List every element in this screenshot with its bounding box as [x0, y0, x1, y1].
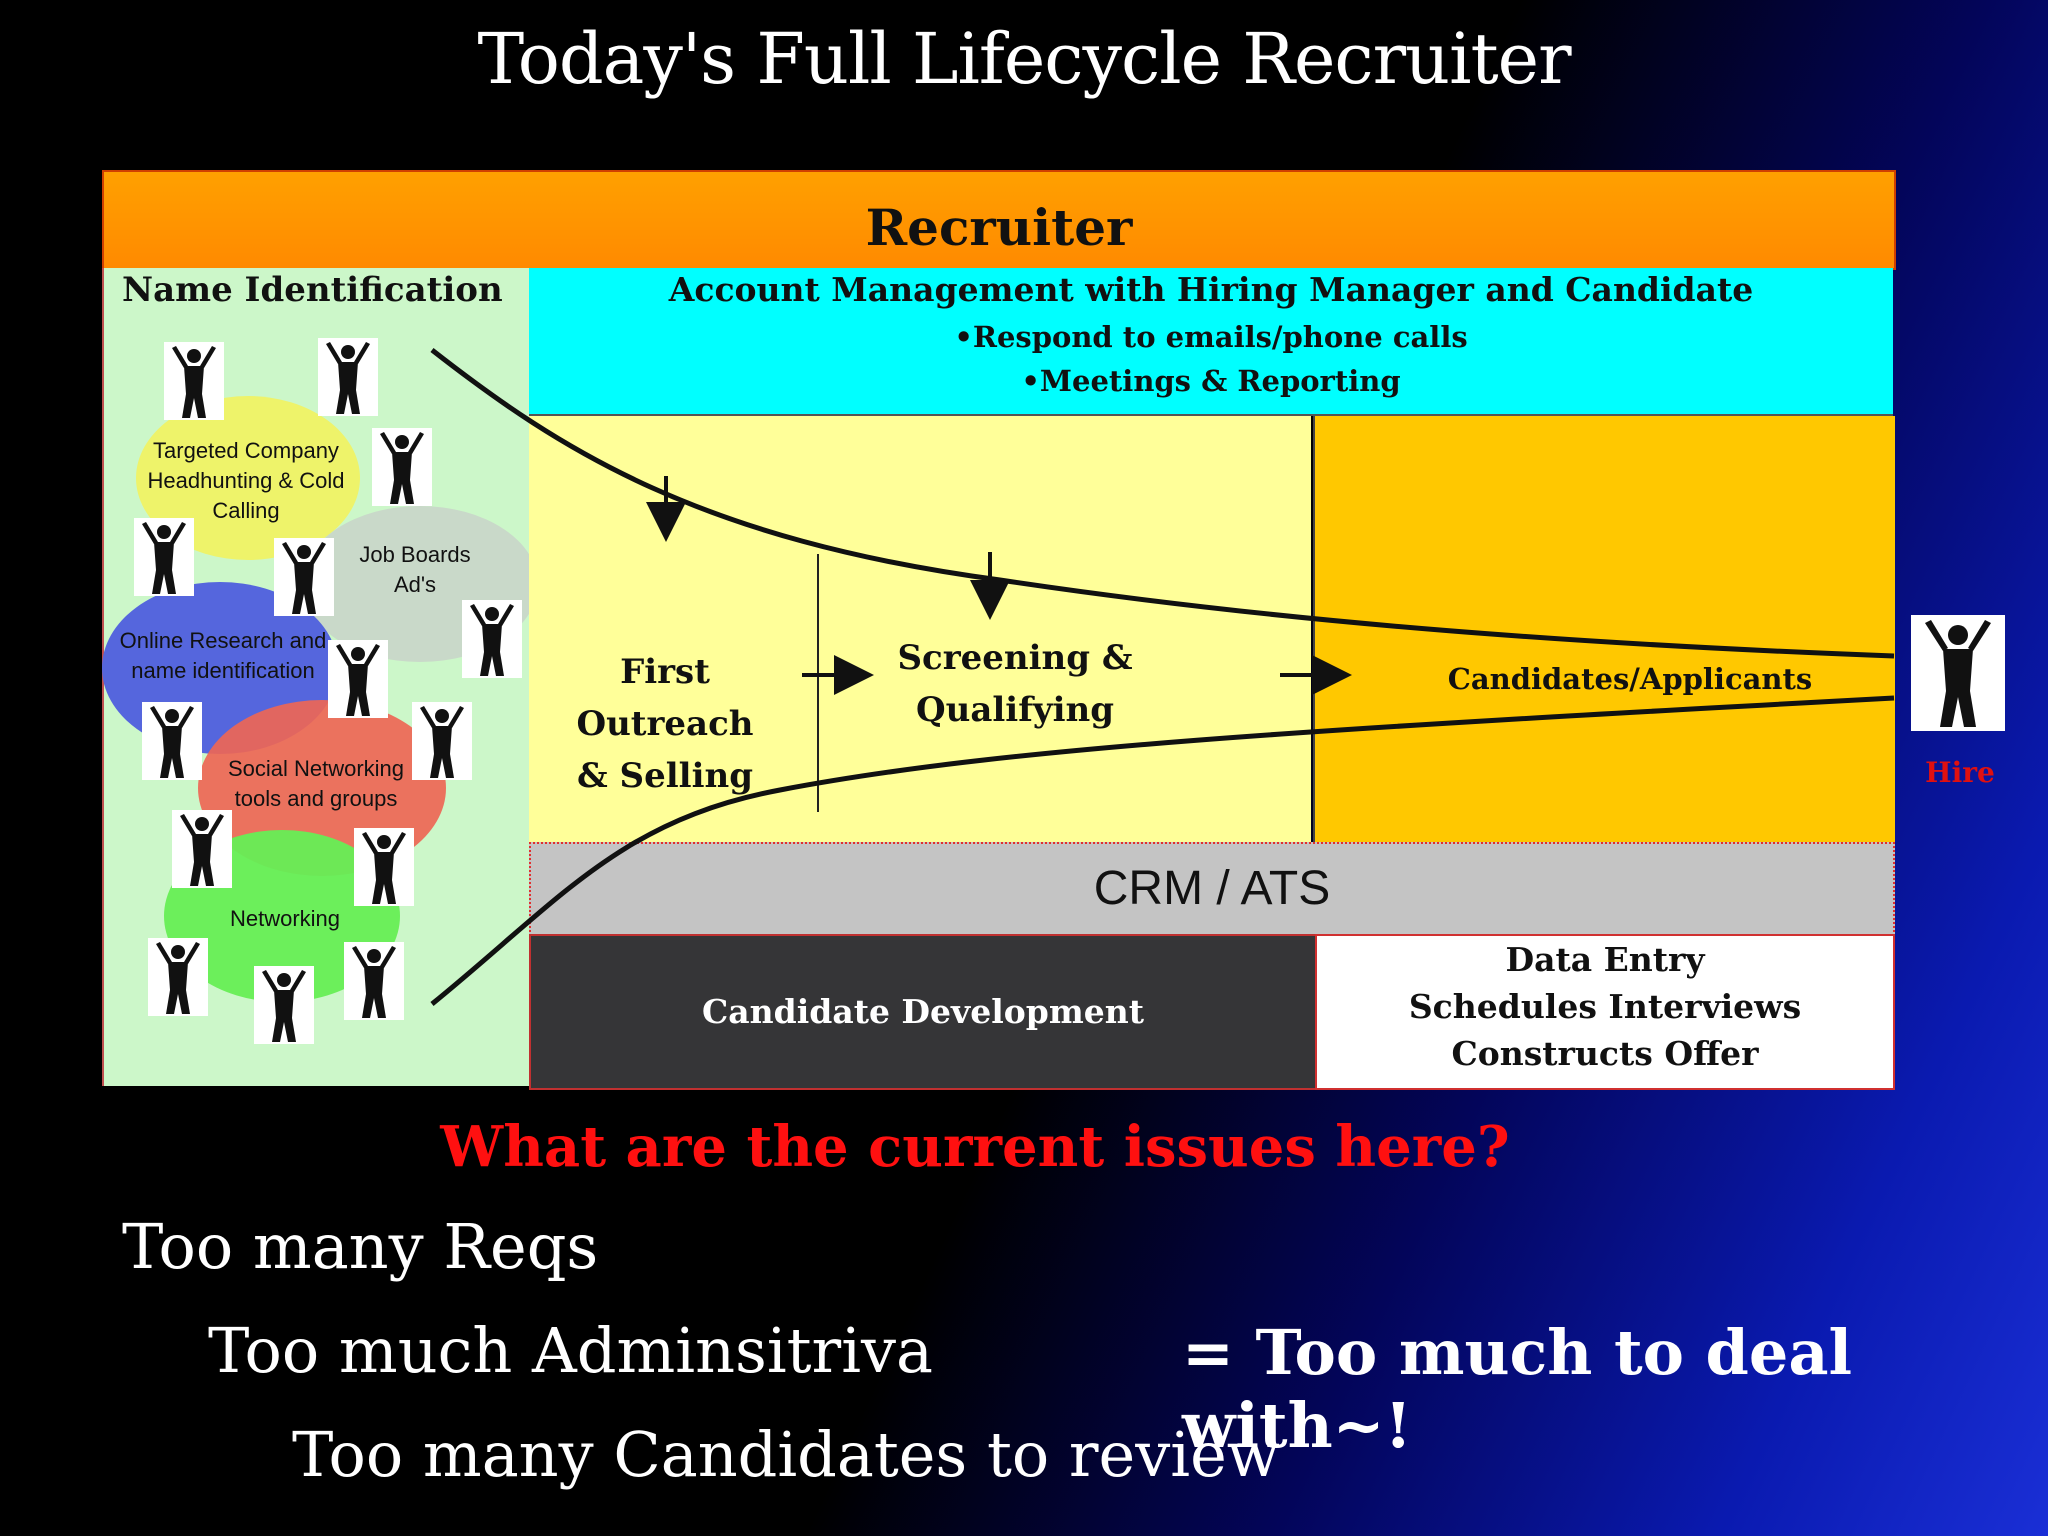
stage-divider [817, 554, 819, 812]
bubble-label-social: Social Networking tools and groups [227, 756, 405, 811]
account-bullet: •Meetings & Reporting [1021, 364, 1401, 398]
funnel-lower-curve [430, 695, 1895, 1006]
person-icon [172, 810, 232, 888]
candidate-development-box: Candidate Development [529, 934, 1317, 1090]
hire-person-icon [1911, 615, 2005, 731]
account-bullet: •Respond to emails/phone calls [954, 320, 1468, 354]
funnel-upper-curve [430, 348, 1895, 659]
person-icon [354, 828, 414, 906]
issue-item: Too many Candidates to review [292, 1418, 1280, 1491]
screening-label: Screening & Qualifying [897, 638, 1133, 730]
hire-label: Hire [1925, 756, 1995, 789]
candidates-label: Candidates/Applicants [1447, 662, 1813, 696]
bubble-label-job-boards: Job Boards Ad's [359, 542, 471, 597]
person-icon [462, 600, 522, 678]
account-management-title: Account Management with Hiring Manager a… [668, 270, 1754, 309]
person-icon [318, 338, 378, 416]
bubble-label-headhunting: Targeted Company Headhunting & Cold Call… [147, 438, 345, 523]
bubble-label-networking: Networking [229, 906, 341, 931]
crm-ats-bar: CRM / ATS [529, 842, 1895, 936]
person-icon [274, 538, 334, 616]
account-management-panel [529, 268, 1893, 416]
person-icon [254, 966, 314, 1044]
name-identification-title: Name Identification [122, 270, 503, 310]
admin-task: Constructs Offer [1451, 1034, 1759, 1073]
slide-title: Today's Full Lifecycle Recruiter [477, 18, 1571, 100]
first-outreach-label: First Outreach & Selling [576, 652, 754, 796]
person-icon [412, 702, 472, 780]
conclusion-text: = Too much to deal with~! [1182, 1316, 1853, 1462]
outreach-screening-panel [529, 416, 1311, 842]
admin-tasks-box: Data Entry Schedules Interviews Construc… [1315, 934, 1895, 1090]
person-icon [328, 640, 388, 718]
admin-task: Data Entry [1505, 940, 1705, 979]
person-icon [164, 342, 224, 420]
person-icon [344, 942, 404, 1020]
person-icon [134, 518, 194, 596]
issues-question: What are the current issues here? [440, 1114, 1510, 1180]
issue-item: Too much Adminsitriva [208, 1314, 934, 1387]
admin-task: Schedules Interviews [1408, 987, 1802, 1026]
recruiter-header: Recruiter [102, 170, 1896, 270]
person-icon [148, 938, 208, 1016]
issue-item: Too many Reqs [122, 1210, 599, 1283]
person-icon [142, 702, 202, 780]
person-icon [372, 428, 432, 506]
bubble-label-online-research: Online Research and name identification [119, 628, 327, 683]
